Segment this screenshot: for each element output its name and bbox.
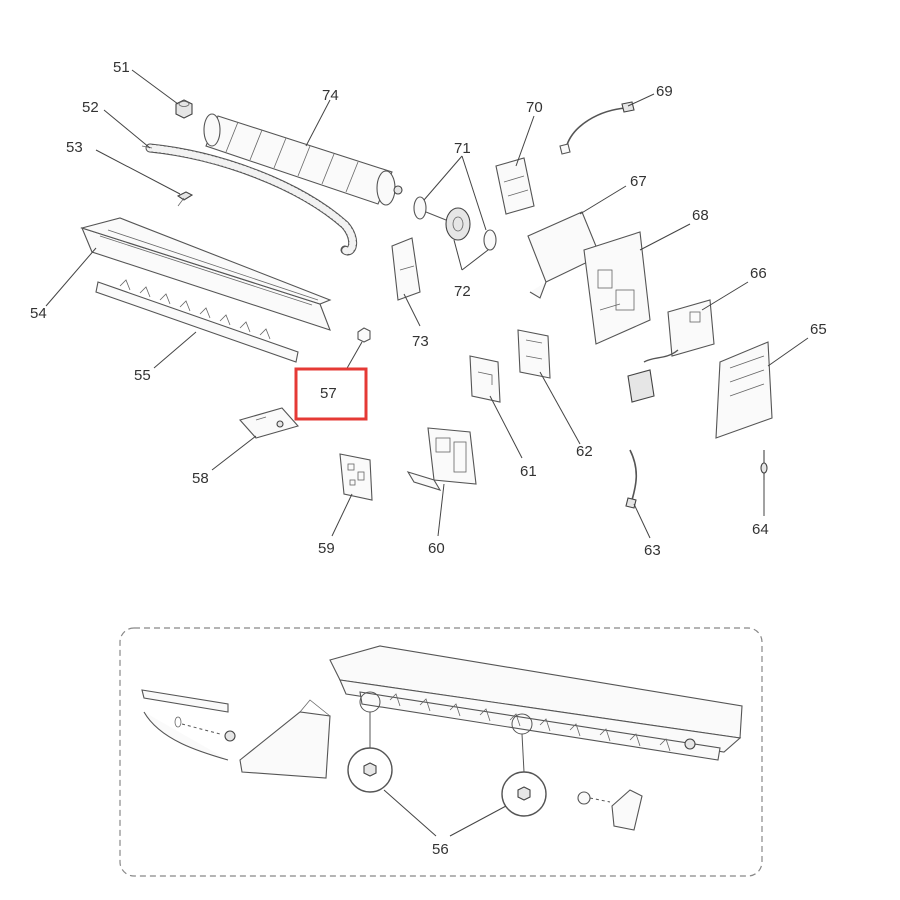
callout-69: 69 [656, 83, 673, 100]
callout-56: 56 [432, 841, 449, 858]
part-74-blower-fan [203, 113, 403, 206]
callout-58: 58 [192, 470, 209, 487]
callout-68: 68 [692, 207, 709, 224]
part-52-hose [141, 143, 358, 256]
callout-66: 66 [750, 265, 767, 282]
part-54-drain-pan [80, 217, 332, 331]
part-71-72-bearing-set [413, 196, 497, 251]
callout-51: 51 [113, 59, 130, 76]
part-60-control-box [406, 427, 477, 491]
callout-59: 59 [318, 540, 335, 557]
part-69-sensor-cable [559, 101, 635, 155]
callout-labels: 51 52 53 54 55 56 57 58 59 60 61 62 63 6… [30, 59, 827, 858]
part-59-control-board [339, 453, 373, 501]
part-73-motor-clamp [391, 237, 421, 301]
part-53-screw [176, 191, 194, 207]
part-66-pcb [627, 299, 715, 403]
callout-74: 74 [322, 87, 339, 104]
callout-65: 65 [810, 321, 827, 338]
part-55-louver-bar [95, 279, 299, 363]
part-63-sensor-wire [625, 449, 638, 509]
part-61-bracket [469, 355, 501, 403]
inset-detail-assembly [141, 645, 743, 831]
callout-53: 53 [66, 139, 83, 156]
callout-57: 57 [320, 385, 337, 402]
callout-70: 70 [526, 99, 543, 116]
part-65-cover-plate [715, 341, 773, 439]
part-68-electrical-box [583, 231, 651, 345]
callout-52: 52 [82, 99, 99, 116]
part-70-motor-mount [495, 157, 535, 215]
callout-67: 67 [630, 173, 647, 190]
part-62-metal-bracket [517, 329, 551, 379]
callout-64: 64 [752, 521, 769, 538]
callout-60: 60 [428, 540, 445, 557]
leader-lines [45, 69, 809, 837]
callout-72: 72 [454, 283, 471, 300]
part-58-plate [239, 407, 299, 439]
callout-73: 73 [412, 333, 429, 350]
part-64-thermistor [760, 450, 768, 480]
callout-62: 62 [576, 443, 593, 460]
callout-71: 71 [454, 140, 471, 157]
callout-54: 54 [30, 305, 47, 322]
part-51-nut [175, 99, 193, 119]
callout-55: 55 [134, 367, 151, 384]
inset-detail-frame [119, 627, 763, 877]
highlight-box-57 [294, 367, 368, 421]
callout-61: 61 [520, 463, 537, 480]
part-57-knob [357, 327, 371, 343]
callout-63: 63 [644, 542, 661, 559]
